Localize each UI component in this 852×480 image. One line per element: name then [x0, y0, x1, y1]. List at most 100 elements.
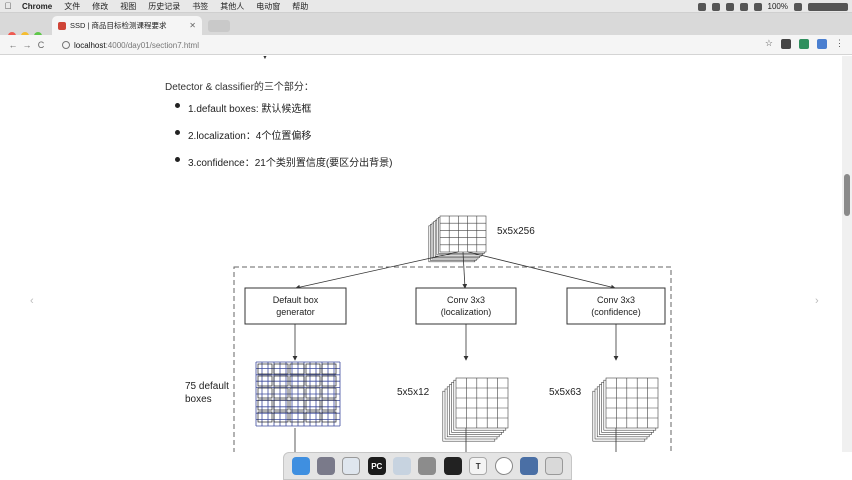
left-label-line1: 75 default	[185, 381, 229, 392]
bookmark-star-icon[interactable]: ☆	[764, 38, 773, 48]
cube-layer	[455, 377, 509, 429]
default-boxes-grid	[255, 361, 341, 427]
address-bar[interactable]: localhost:4000/day01/section7.html	[62, 38, 750, 52]
dashed-container	[233, 266, 672, 452]
address-path: :4000/day01/section7.html	[105, 40, 199, 50]
default-box-cell	[305, 375, 321, 387]
default-boxes-count-label: 75 default boxes	[185, 380, 229, 406]
system-preferences-icon[interactable]	[418, 457, 437, 475]
bullet-text: 3.confidence：21个类别置信度(要区分出背景)	[188, 158, 393, 169]
default-box-cell	[257, 375, 273, 387]
box1-line1: Default box	[272, 295, 319, 305]
default-box-cell	[273, 387, 289, 399]
menu-people[interactable]: 其他人	[220, 1, 245, 11]
bullet-list: 1.default boxes: 默认候选框 2.localization：4个…	[175, 100, 393, 181]
default-box-cell	[273, 363, 289, 375]
default-box-cell	[305, 411, 321, 423]
menu-app-name[interactable]: Chrome	[22, 1, 53, 11]
localization-output-cube	[442, 377, 509, 442]
tab-title: SSD | 商品目标检测课程要求	[70, 21, 167, 30]
menu-edit[interactable]: 修改	[92, 1, 109, 11]
finder-icon[interactable]	[291, 457, 310, 475]
conv-localization-box	[415, 287, 517, 325]
box2-line2: (localization)	[440, 307, 492, 317]
volume-icon[interactable]	[753, 2, 762, 11]
default-box-cell	[289, 387, 305, 399]
menu-view[interactable]: 视图	[120, 1, 137, 11]
default-box-cell	[305, 387, 321, 399]
ssd-detector-diagram	[233, 215, 672, 452]
battery-percent[interactable]: 100%	[767, 2, 788, 11]
status-app-icon[interactable]	[725, 2, 734, 11]
trash-icon[interactable]	[545, 457, 564, 475]
default-box-cell	[273, 411, 289, 423]
bullet-dot-icon	[175, 103, 180, 108]
bullet-text: 1.default boxes: 默认候选框	[188, 104, 312, 115]
default-box-cell	[257, 363, 273, 375]
status-app-icon[interactable]	[697, 2, 706, 11]
safari-icon[interactable]	[342, 457, 361, 475]
battery-icon[interactable]	[794, 2, 802, 11]
pycharm-icon[interactable]: PC	[367, 457, 386, 475]
status-app-icon[interactable]	[711, 2, 720, 11]
menu-help[interactable]: 帮助	[292, 1, 309, 11]
typora-icon[interactable]: T	[469, 457, 488, 475]
vertical-scrollbar[interactable]	[842, 56, 852, 452]
confidence-shape-label: 5x5x63	[549, 387, 582, 398]
extension-icon[interactable]	[799, 38, 809, 49]
tab-strip: SSD | 商品目标检测课程要求 ✕	[0, 13, 852, 40]
prev-slide-icon[interactable]: ‹	[30, 295, 34, 307]
section-heading: Detector & classifier的三个部分：	[165, 82, 314, 93]
cube-layer	[605, 377, 659, 429]
box1-line2: generator	[276, 307, 315, 317]
default-box-cell	[273, 375, 289, 387]
scrollbar-thumb[interactable]	[844, 174, 850, 216]
photos-icon[interactable]	[519, 457, 538, 475]
default-box-cell	[289, 375, 305, 387]
extension-icon[interactable]	[817, 38, 827, 49]
toolbar-actions: ☆ ⋮	[765, 38, 844, 49]
default-box-cell	[273, 399, 289, 411]
info-icon[interactable]	[62, 41, 70, 49]
back-icon[interactable]: ←	[8, 39, 18, 50]
next-slide-icon[interactable]: ›	[815, 295, 819, 307]
address-host: localhost	[74, 40, 106, 50]
apple-menu-icon[interactable]: 	[0, 1, 16, 11]
cube-layer	[439, 215, 487, 253]
list-item: 2.localization：4个位置偏移	[175, 127, 393, 154]
tab-close-icon[interactable]: ✕	[189, 21, 196, 30]
clock-icon[interactable]	[808, 2, 848, 11]
menu-file[interactable]: 文件	[64, 1, 81, 11]
browser-tab[interactable]: SSD | 商品目标检测课程要求 ✕	[52, 16, 202, 35]
menu-bar:  Chrome 文件 修改 视图 历史记录 书签 其他人 电动窗 帮助 100…	[0, 0, 852, 13]
default-box-cell	[257, 387, 273, 399]
new-tab-button[interactable]	[208, 20, 230, 32]
default-box-cell	[289, 399, 305, 411]
dock: PC T	[283, 452, 572, 480]
menu-kebab-icon[interactable]: ⋮	[835, 38, 844, 48]
left-label-line2: boxes	[185, 394, 212, 405]
menu-window[interactable]: 电动窗	[256, 1, 281, 11]
forward-icon[interactable]: →	[22, 39, 32, 50]
box2-line1: Conv 3x3	[446, 295, 486, 305]
default-box-cell	[305, 363, 321, 375]
terminal-icon[interactable]	[443, 457, 462, 475]
bullet-text: 2.localization：4个位置偏移	[188, 131, 312, 142]
extension-icon[interactable]	[781, 38, 791, 49]
menu-history[interactable]: 历史记录	[148, 1, 181, 11]
wifi-icon[interactable]	[739, 2, 748, 11]
clock-app-icon[interactable]	[494, 457, 513, 475]
default-box-cell	[289, 363, 305, 375]
down-arrow-icon: ▼	[261, 56, 269, 61]
launchpad-icon[interactable]	[317, 457, 336, 475]
default-box-cell	[321, 387, 337, 399]
bullet-dot-icon	[175, 130, 180, 135]
default-box-generator-label: Default box generator	[245, 294, 346, 318]
preview-icon[interactable]	[393, 457, 412, 475]
default-box-cell	[257, 399, 273, 411]
box3-line2: (confidence)	[591, 307, 641, 317]
default-box-cell	[257, 411, 273, 423]
menu-bookmarks[interactable]: 书签	[192, 1, 209, 11]
default-box-cell	[305, 399, 321, 411]
reload-icon[interactable]: C	[37, 39, 45, 50]
